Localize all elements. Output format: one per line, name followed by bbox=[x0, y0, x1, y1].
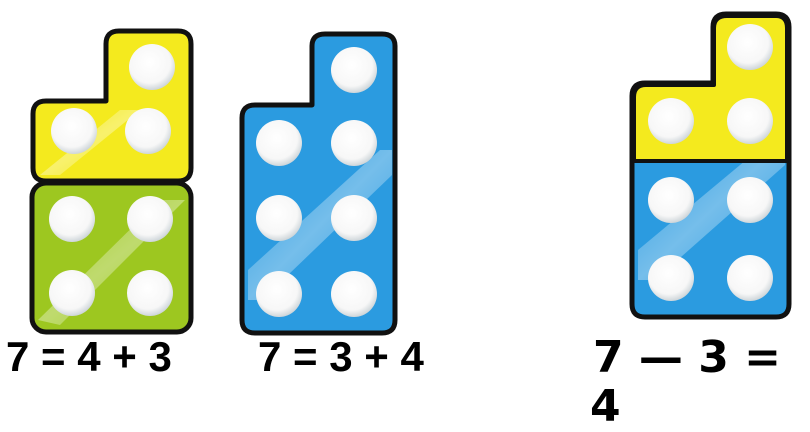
peg bbox=[256, 271, 302, 317]
peg bbox=[49, 196, 95, 242]
peg bbox=[648, 98, 694, 144]
peg bbox=[49, 270, 95, 316]
peg bbox=[727, 98, 773, 144]
equation-result: 4 bbox=[590, 385, 621, 429]
equation-3-plus-4: 7 = 3 + 4 bbox=[258, 336, 424, 378]
peg bbox=[331, 195, 377, 241]
peg bbox=[331, 271, 377, 317]
yellow-three-block bbox=[33, 31, 191, 181]
blue-seven-block bbox=[242, 34, 395, 333]
peg bbox=[727, 177, 773, 223]
peg bbox=[331, 120, 377, 166]
peg bbox=[127, 270, 173, 316]
equation-7-minus-3: 7 — 3 = bbox=[593, 336, 781, 380]
equation-4-plus-3: 7 = 4 + 3 bbox=[6, 336, 172, 378]
block-group-7-minus-3 bbox=[632, 14, 789, 317]
peg bbox=[127, 196, 173, 242]
peg bbox=[256, 195, 302, 241]
peg bbox=[51, 108, 97, 154]
block-group-4-plus-3 bbox=[32, 31, 191, 332]
peg bbox=[331, 47, 377, 93]
peg bbox=[727, 24, 773, 70]
peg bbox=[648, 255, 694, 301]
peg bbox=[648, 177, 694, 223]
green-four-block bbox=[32, 183, 191, 332]
peg bbox=[727, 255, 773, 301]
peg bbox=[256, 120, 302, 166]
peg bbox=[129, 44, 175, 90]
peg bbox=[125, 108, 171, 154]
